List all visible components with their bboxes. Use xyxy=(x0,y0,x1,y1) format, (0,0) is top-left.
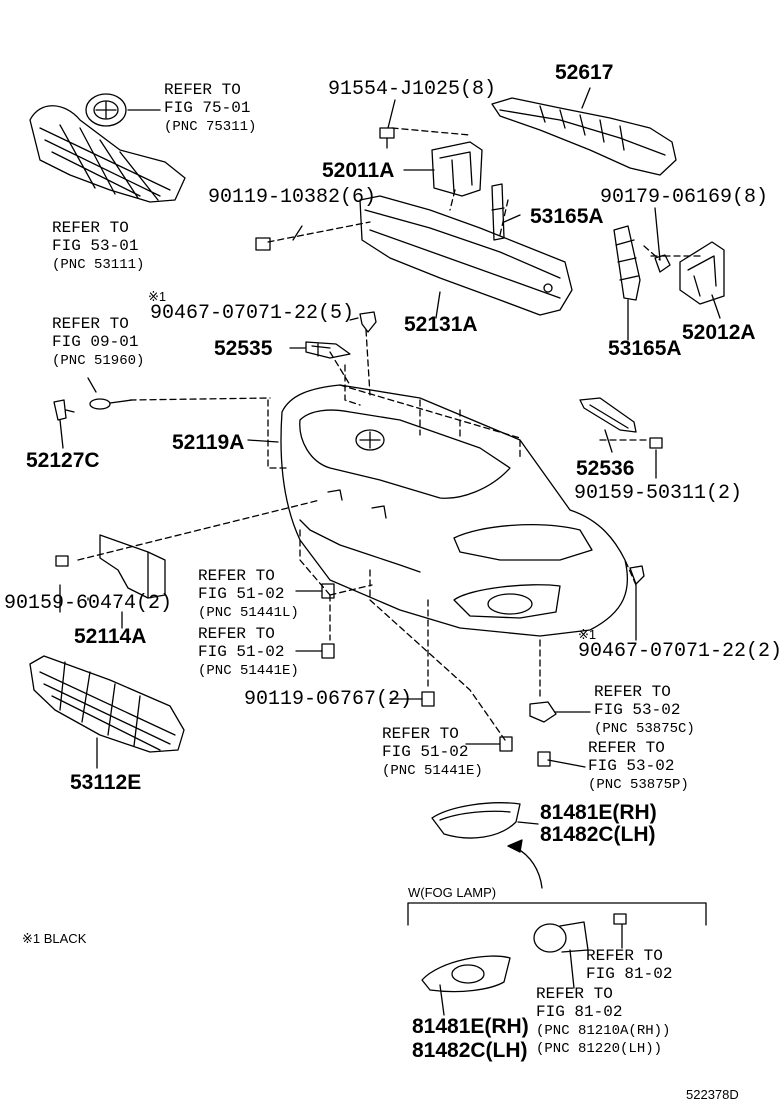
ref-53p-line1: REFER TO xyxy=(588,739,665,757)
nut-90179 xyxy=(654,254,671,273)
retainer-52535 xyxy=(305,341,351,359)
lower-grille-53112e xyxy=(29,655,185,753)
ref-51e2-line3: (PNC 51441E) xyxy=(382,763,483,779)
mark-black-2: ※1 xyxy=(578,627,597,642)
bumper-cover-52119a xyxy=(280,384,629,637)
radiator-grille-53111 xyxy=(29,105,186,203)
bolt-90119-06767 xyxy=(421,691,435,707)
license-bracket-52114a xyxy=(99,534,166,599)
ref-51e-line2: FIG 51-02 xyxy=(198,643,285,661)
ref-51e-line3: (PNC 51441E) xyxy=(198,663,299,679)
label-52535: 52535 xyxy=(214,337,273,360)
label-90159-60474: 90159-60474(2) xyxy=(4,592,173,615)
label-52114a: 52114A xyxy=(74,625,147,648)
label-52011a: 52011A xyxy=(322,159,395,182)
leader-lines xyxy=(59,87,721,1016)
ref-53c-line1: REFER TO xyxy=(594,683,671,701)
label-81482c-lower: 81482C(LH) xyxy=(412,1039,528,1062)
note-black: ※1 BLACK xyxy=(22,931,87,946)
ref-75-line3: (PNC 75311) xyxy=(164,119,257,135)
label-81482c-upper: 81482C(LH) xyxy=(540,823,656,846)
label-81481e-upper: 81481E(RH) xyxy=(540,801,657,824)
clip-90467-upper xyxy=(359,311,377,333)
label-90467-upper: 90467-07071-22(5) xyxy=(150,302,355,325)
screw-90159-60474 xyxy=(55,555,69,567)
upper-absorber-52617 xyxy=(491,97,677,176)
ref-51l-line2: FIG 51-02 xyxy=(198,585,285,603)
label-52617: 52617 xyxy=(555,61,614,84)
label-53165a-upper: 53165A xyxy=(530,205,604,228)
bolt-91554 xyxy=(379,127,395,149)
ref-53-01-line3: (PNC 53111) xyxy=(52,257,145,273)
nut-53875c xyxy=(529,701,557,723)
bumper-reinforcement-52131a xyxy=(359,195,573,316)
label-90119-10382: 90119-10382(6) xyxy=(208,186,377,209)
bolt-90119-10382 xyxy=(255,237,271,251)
cover-52127c xyxy=(53,399,75,421)
ref-51l-line1: REFER TO xyxy=(198,567,275,585)
ref-53-01-line2: FIG 53-01 xyxy=(52,237,139,255)
ref-09-line3: (PNC 51960) xyxy=(52,353,145,369)
bracket-52012a xyxy=(679,241,725,305)
retainer-53165a-lower xyxy=(613,225,641,301)
label-90467-lower: 90467-07071-22(2) xyxy=(578,640,782,663)
ref-51l-line3: (PNC 51441L) xyxy=(198,605,299,621)
label-90119-06767: 90119-06767(2) xyxy=(244,688,413,711)
diagram-code: 522378D xyxy=(686,1087,739,1102)
retainer-53165a-upper xyxy=(491,183,505,241)
bolt-51441e-lower xyxy=(499,736,513,752)
fog-cover-81481e-lower xyxy=(421,955,511,993)
emblem-75311 xyxy=(85,93,127,127)
label-52131a: 52131A xyxy=(404,313,478,336)
ref-53-01-line1: REFER TO xyxy=(52,219,129,237)
bolt-51441l xyxy=(321,583,335,599)
ref-53p-line2: FIG 53-02 xyxy=(588,757,675,775)
ref-81a-line2: FIG 81-02 xyxy=(586,965,673,983)
label-91554: 91554-J1025(8) xyxy=(328,78,497,101)
screw-53875p xyxy=(537,751,551,767)
ref-51e2-line1: REFER TO xyxy=(382,725,459,743)
ref-81a-line1: REFER TO xyxy=(586,947,663,965)
label-53112e: 53112E xyxy=(70,771,142,794)
fog-cover-81481e-upper xyxy=(431,802,521,839)
ref-75-line1: REFER TO xyxy=(164,81,241,99)
ref-09-line1: REFER TO xyxy=(52,315,129,333)
ref-75-line2: FIG 75-01 xyxy=(164,99,251,117)
ref-51e-line1: REFER TO xyxy=(198,625,275,643)
ref-09-line2: FIG 09-01 xyxy=(52,333,139,351)
fog-lamp-81210a xyxy=(533,913,627,953)
label-90159-50311: 90159-50311(2) xyxy=(574,482,743,505)
ref-81b-line4: (PNC 81220(LH)) xyxy=(536,1041,663,1057)
towing-eye-51960 xyxy=(89,398,133,410)
label-53165a-lower: 53165A xyxy=(608,337,682,360)
bolt-51441e xyxy=(321,643,335,659)
bracket-52011a xyxy=(431,141,483,197)
direction-arrow xyxy=(507,839,543,889)
retainer-52536 xyxy=(579,397,637,433)
fog-lamp-header: W(FOG LAMP) xyxy=(408,885,497,900)
screw-90159-50311 xyxy=(649,437,663,449)
label-52536: 52536 xyxy=(576,457,635,480)
label-52012a: 52012A xyxy=(682,321,756,344)
mark-black-1: ※1 xyxy=(148,289,167,304)
ref-81b-line1: REFER TO xyxy=(536,985,613,1003)
ref-81b-line3: (PNC 81210A(RH)) xyxy=(536,1023,671,1039)
label-90179: 90179-06169(8) xyxy=(600,186,769,209)
parts-diagram: 52617 91554-J1025(8) 52011A 90119-10382(… xyxy=(4,61,782,1102)
label-81481e-lower: 81481E(RH) xyxy=(412,1015,529,1038)
ref-51e2-line2: FIG 51-02 xyxy=(382,743,469,761)
clip-90467-lower xyxy=(629,565,645,585)
ref-53c-line3: (PNC 53875C) xyxy=(594,721,695,737)
ref-53c-line2: FIG 53-02 xyxy=(594,701,681,719)
label-52127c: 52127C xyxy=(26,449,100,472)
ref-53p-line3: (PNC 53875P) xyxy=(588,777,689,793)
ref-81b-line2: FIG 81-02 xyxy=(536,1003,623,1021)
exploded-view-drawing xyxy=(29,87,725,1016)
label-52119a: 52119A xyxy=(172,431,245,454)
